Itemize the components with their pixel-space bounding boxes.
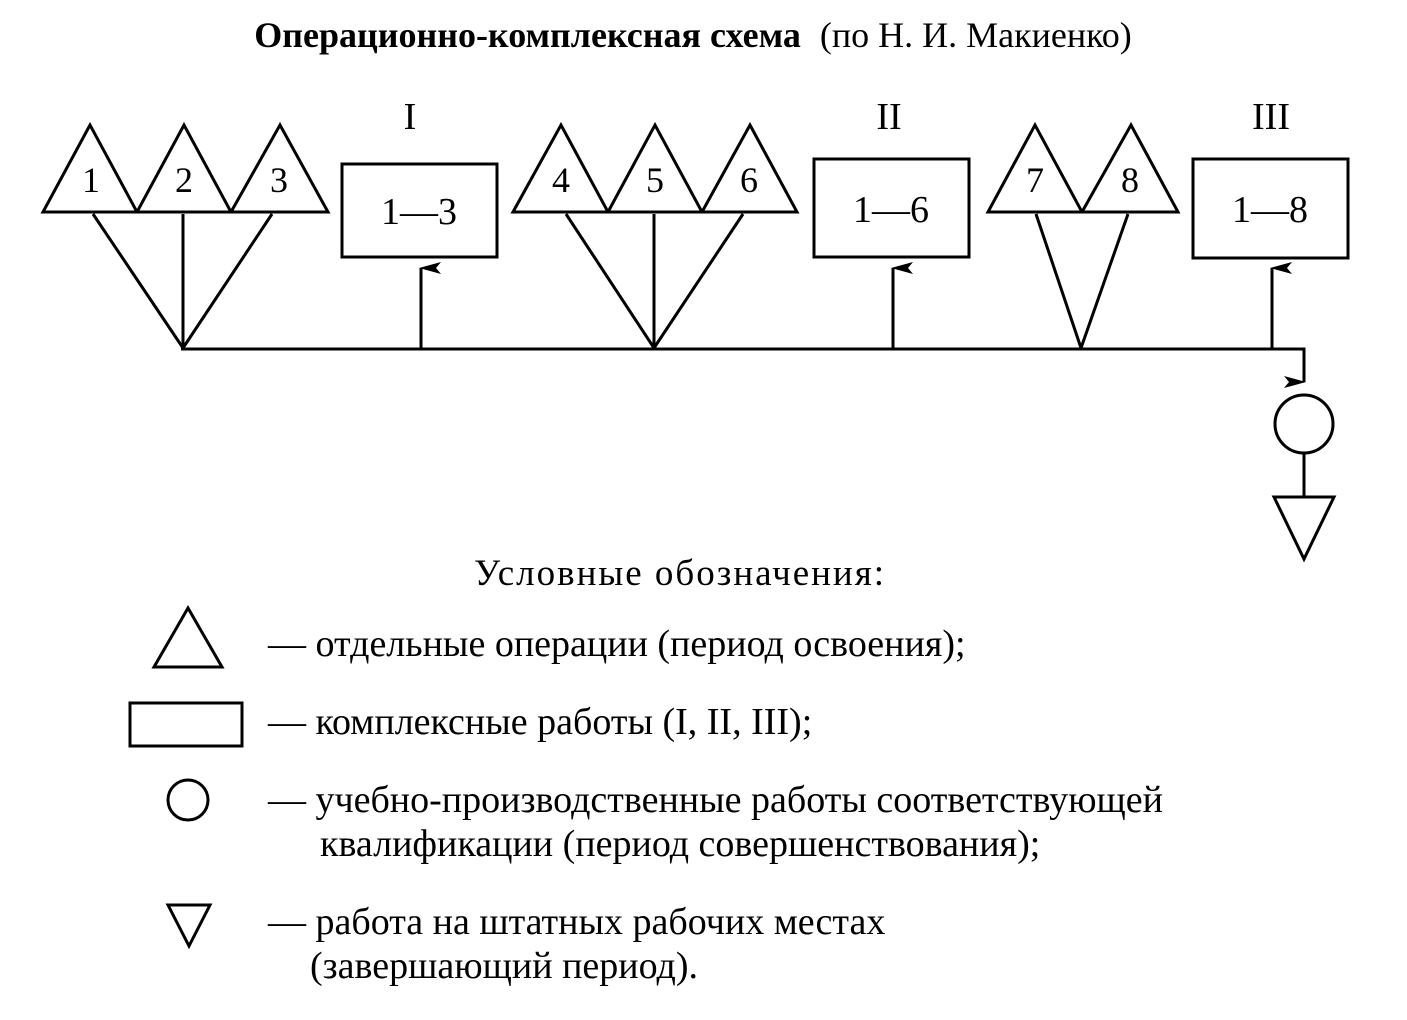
legend-item-workplace-line-2: (завершающий период). [310, 945, 698, 987]
legend-circle-icon [166, 778, 210, 822]
operation-label-1: 1 [82, 160, 100, 200]
diagram-title-bold: Операционно-комплексная схема [254, 15, 801, 55]
legend-item-production-works: — учебно-производственные работы соответ… [268, 778, 1163, 866]
operation-triangle-6 [699, 121, 800, 214]
complex-work-box-II [812, 157, 971, 259]
operation-label-7: 7 [1026, 160, 1044, 200]
main-flow-line [181, 347, 1306, 372]
legend-triangle-down-icon [165, 903, 213, 950]
connector-1 [91, 213, 185, 349]
connector-6 [652, 213, 745, 349]
legend-triangle-up-icon [151, 604, 225, 669]
complex-work-box-III [1191, 157, 1350, 260]
operation-triangle-8 [1079, 121, 1181, 214]
operation-label-3: 3 [270, 160, 288, 200]
operation-label-8: 8 [1121, 160, 1139, 200]
legend-item-workplace: — работа на штатных рабочих местах (заве… [268, 900, 885, 988]
operation-label-5: 5 [646, 160, 664, 200]
production-work-circle [1273, 393, 1335, 455]
operation-triangle-2 [134, 121, 234, 214]
operation-label-2: 2 [175, 160, 193, 200]
legend-rectangle-icon [128, 701, 244, 748]
legend-item-production-works-line-2: квалификации (период совершенствования); [320, 823, 1041, 865]
complex-work-box-I [340, 162, 499, 259]
legend-item-operations: — отдельные операции (период освоения); [268, 622, 966, 666]
connector-4 [564, 213, 656, 349]
operation-label-4: 4 [552, 160, 570, 200]
connector-3 [181, 213, 274, 349]
connector-8 [1079, 213, 1130, 349]
connector-7 [1034, 213, 1083, 349]
legend-item-operations-line-1: — отдельные операции (период освоения); [268, 623, 966, 665]
operation-triangle-3 [228, 121, 331, 214]
legend-item-complex-works-line-1: — комплексные работы (I, II, III); [268, 701, 813, 743]
operation-triangle-4 [510, 121, 611, 214]
diagram-title-author: (по Н. И. Макиенко) [820, 15, 1132, 55]
legend-item-workplace-line-1: — работа на штатных рабочих местах [268, 901, 886, 943]
operation-label-6: 6 [740, 160, 758, 200]
stage-label-II: II [876, 96, 901, 138]
complex-work-label-III: 1—8 [1232, 189, 1308, 231]
complex-work-label-I: 1—3 [381, 191, 457, 233]
complex-work-label-II: 1—6 [853, 189, 929, 231]
workplace-triangle [1271, 495, 1337, 563]
operation-triangle-1 [40, 121, 140, 214]
operation-triangle-7 [985, 121, 1085, 214]
operation-triangle-5 [605, 121, 705, 214]
diagram-title: Операционно-комплексная схема (по Н. И. … [254, 15, 1132, 55]
legend-heading: Условные обозначения: [473, 553, 887, 594]
legend-item-production-works-line-1: — учебно-производственные работы соответ… [268, 779, 1163, 821]
stage-label-III: III [1252, 96, 1290, 138]
stage-label-I: I [404, 96, 417, 138]
legend-item-complex-works: — комплексные работы (I, II, III); [268, 700, 812, 744]
